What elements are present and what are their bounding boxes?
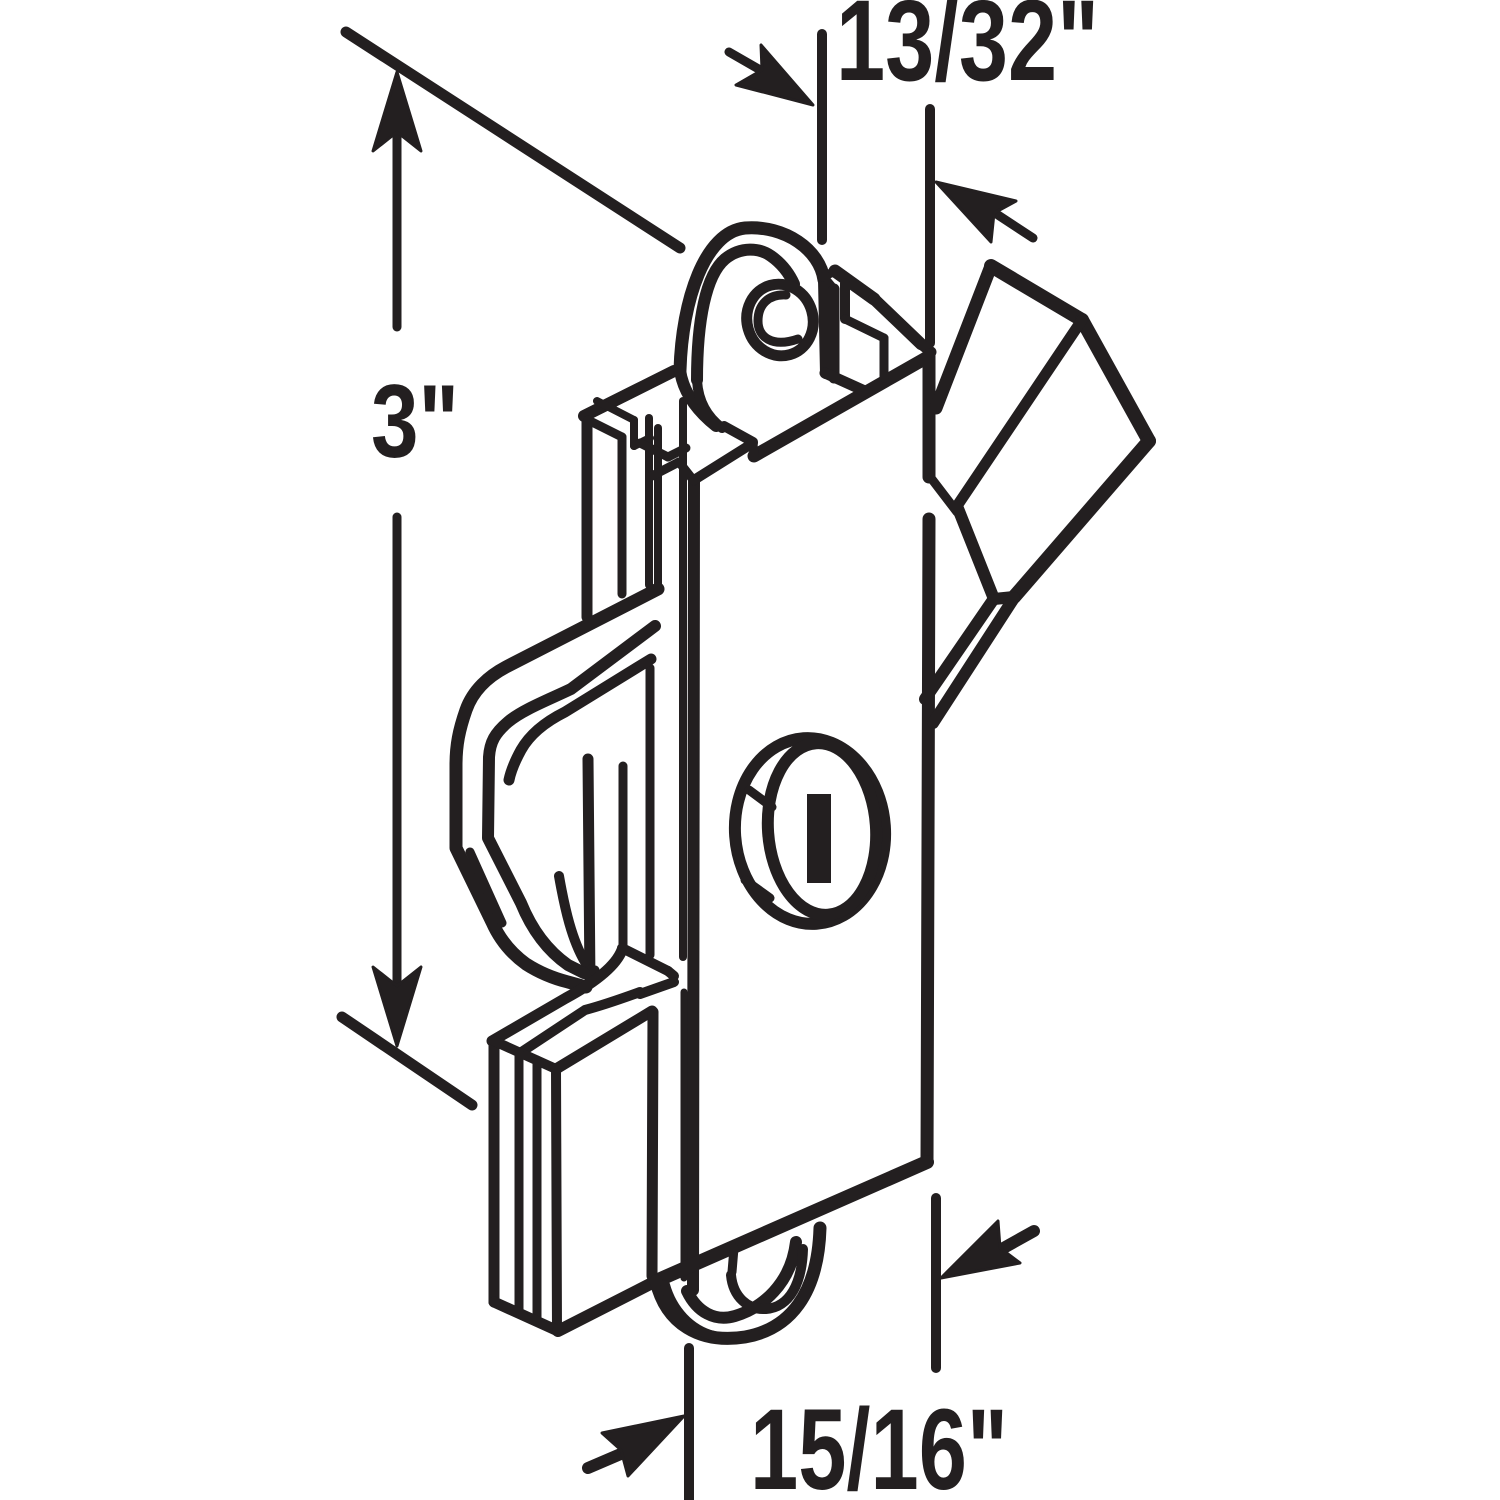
svg-text:3": 3" xyxy=(371,364,459,480)
svg-text:15/16": 15/16" xyxy=(750,1386,1008,1500)
svg-text:13/32": 13/32" xyxy=(836,0,1099,105)
